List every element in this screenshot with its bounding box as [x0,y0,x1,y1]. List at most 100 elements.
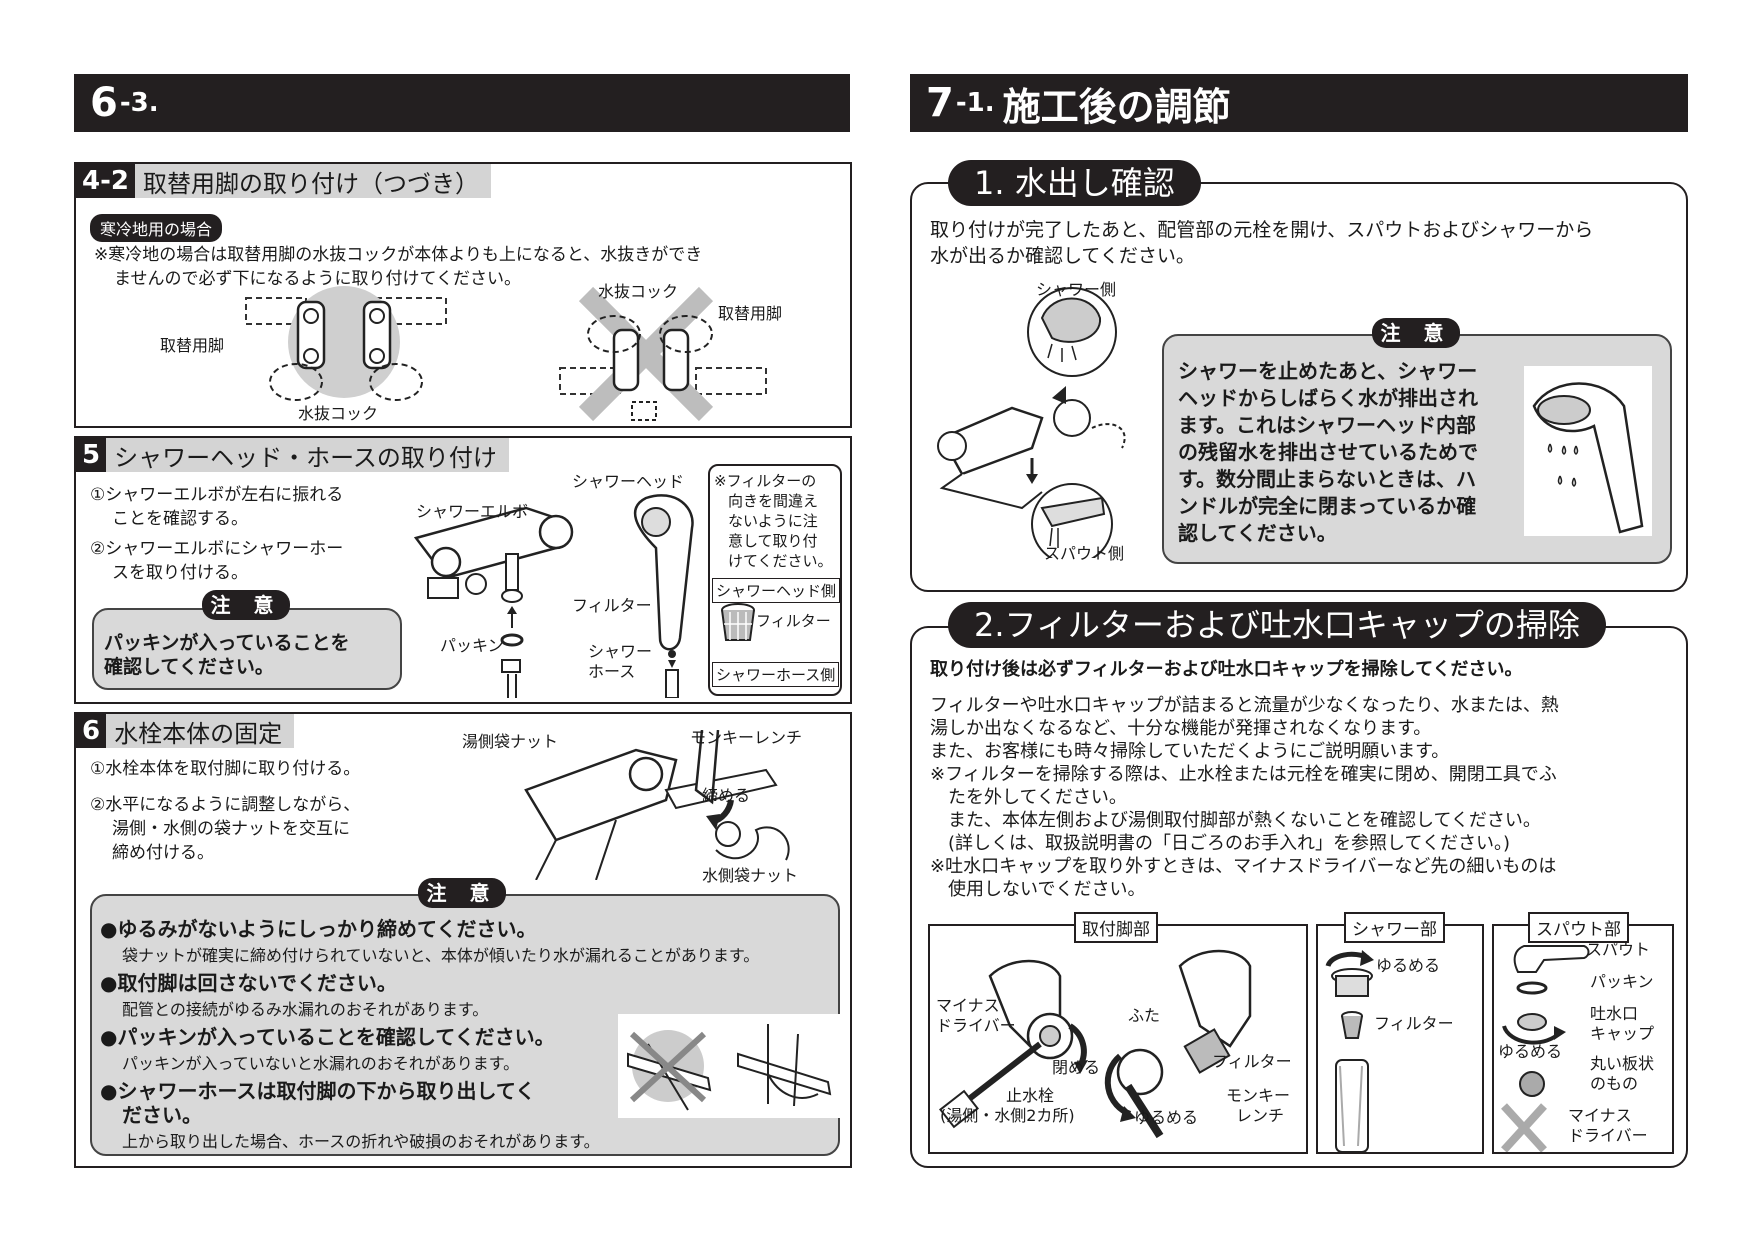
cleaning-line-5: たを外してください。 [930,787,1127,808]
cleaning-line-7: (詳しくは、取扱説明書の「日ごろのお手入れ」を参照してください。) [930,833,1510,854]
cold-region-text-2: ませんので必ず下になるように取り付けてください。 [114,269,521,289]
incorrect-install-illustration [559,286,767,422]
label-disc-1: 丸い板状 [1590,1054,1655,1073]
bullet-4-line-2: ださい。 [122,1103,202,1127]
bullet-2: ●取付脚は回さないでください。 [100,971,397,995]
header-subnumber: -1. [955,88,995,118]
caution-tag: 注 意 [418,878,506,908]
label-packing: パッキン [1590,972,1654,991]
caution-line-4: の残留水を排出させているためで [1178,440,1478,464]
step-1-line-2: ことを確認する。 [112,509,248,529]
side-note-2: 向きを間違え [728,492,819,510]
caution-box: ●ゆるみがないようにしっかり締めてください。 袋ナットが確実に締め付けられていな… [90,894,840,1156]
cleaning-bold-instruction: 取り付け後は必ずフィルターおよび吐水口キャップを掃除してください。 [930,659,1523,680]
filter-icon [721,603,755,641]
label-leg-left: 取替用脚 [160,336,225,355]
cleaning-line-9: 使用しないでください。 [930,879,1146,900]
caution-line-6: ンドルが完全に閉まっているか確 [1178,494,1477,518]
cleaning-line-3: また、お客様にも時々掃除していただくようにご説明願います。 [930,741,1450,762]
label-shower-head: シャワーヘッド [572,472,685,491]
section-5-heading: 5 シャワーヘッド・ホースの取り付け [76,438,509,472]
label-filter-2: フィルター [756,612,831,630]
label-cold-nut: 水側袋ナット [702,866,799,885]
section-number: 6 [76,714,107,748]
cleaning-line-2: 湯しか出なくなるなど、十分な機能が発揮されなくなります。 [930,718,1432,739]
spout-part-panel: スパウト パッキン 吐水口 キャップ ゆるめる 丸い板状 のもの マイナス ドラ… [1492,924,1674,1154]
section-number: 5 [76,438,107,472]
label-leg-right: 取替用脚 [718,304,783,323]
label-filter: フィルター [572,596,652,615]
dripping-showerhead-illustration [1524,366,1652,536]
step-1-line-1: ①シャワーエルボが左右に振れる [90,485,344,505]
caution-line-5: す。数分間止まらないときは、ハ [1178,467,1476,491]
tab-shower-part: シャワー部 [1344,912,1445,943]
cold-region-text-1: ※寒冷地の場合は取替用脚の水抜コックが本体よりも上になると、水抜きができ [94,245,703,265]
label-wrench-1: モンキー [1226,1086,1291,1105]
label-cock-top: 水抜コック [598,282,679,301]
section-6: 6 水栓本体の固定 ①水栓本体を取付脚に取り付ける。 ②水平になるように調整しな… [74,712,852,1168]
label-close: 閉める [1052,1058,1101,1077]
intro-line-2: 水が出るか確認してください。 [930,245,1195,267]
shower-filter-illustration [1325,950,1374,1152]
label-spout: スパウト [1586,940,1651,959]
caution-text-2: 確認してください。 [104,656,274,678]
caution-line-2: ヘッドからしばらく水が排出され [1178,386,1478,410]
label-filter: フィルター [1212,1052,1292,1071]
water-output-illustration [937,287,1126,558]
cleaning-line-4: ※フィルターを掃除する際は、止水栓または元栓を確実に閉め、開閉工具でふ [930,764,1557,785]
step-2-line-2: スを取り付ける。 [112,563,248,583]
tab-leg-part: 取付脚部 [1074,912,1158,943]
label-driver-2: ドライバー [1568,1126,1648,1145]
faucet-shower-illustration [413,494,694,698]
section-title: 水栓本体の固定 [114,719,283,748]
cleaning-line-6: また、本体左側および湯側取付脚部が熱くないことを確認してください。 [930,810,1541,831]
label-driver-2: ドライバー [936,1016,1016,1035]
caution-text-1: パッキンが入っていることを [104,632,350,654]
bullet-4-line-1: ●シャワーホースは取付脚の下から取り出してく [100,1079,536,1103]
section-number: 4-2 [76,164,135,198]
side-note-1: ※フィルターの [714,472,817,490]
label-loosen: ゆるめる [1376,956,1441,975]
cleaning-line-1: フィルターや吐水口キャップが詰まると流量が少なくなったり、水または、熱 [930,695,1559,716]
label-cap-1: 吐水口 [1590,1004,1639,1023]
label-disc-2: のもの [1590,1074,1639,1093]
label-filter: フィルター [1374,1014,1454,1033]
box-head-side: シャワーヘッド側 [712,578,841,603]
header-number: 6 [90,80,118,126]
label-valve-1: 止水栓 [1006,1086,1055,1105]
spout-cap-illustration [1501,945,1590,1152]
label-loosen: ゆるめる [1134,1108,1199,1127]
label-valve-2: (湯側・水側2カ所) [940,1106,1075,1125]
step-1: ①水栓本体を取付脚に取り付ける。 [90,759,361,779]
left-page-header: 6-3. [74,74,850,132]
caution-line-7: 認してください。 [1178,521,1337,545]
leg-cleaning-illustration [939,949,1252,1139]
cold-region-badge: 寒冷地用の場合 [90,214,223,242]
label-wrench-2: レンチ [1236,1106,1285,1125]
caution-tag: 注 意 [202,590,290,620]
box-hose-side: シャワーホース側 [712,662,840,687]
page-title: 施工後の調節 [1002,84,1231,129]
step-2-line-1: ②水平になるように調整しながら、 [90,795,361,815]
label-hot-nut: 湯側袋ナット [462,732,559,751]
caution-line-1: シャワーを止めたあと、シャワー [1178,359,1478,383]
label-driver-1: マイナス [936,996,1000,1015]
right-page-header: 7-1.施工後の調節 [910,74,1688,132]
bullet-3: ●パッキンが入っていることを確認してください。 [100,1025,555,1049]
bullet-4-detail: 上から取り出した場合、ホースの折れや破損のおそれがあります。 [122,1132,600,1151]
label-tighten: 締める [702,786,751,805]
correct-install-illustration [245,286,447,401]
caution-box: パッキンが入っていることを 確認してください。 [92,608,402,690]
label-hose-1: シャワー [588,642,653,661]
section-water-check-title: 1. 水出し確認 [948,160,1201,206]
label-cap-2: キャップ [1590,1024,1655,1043]
label-shower-side: シャワー側 [1036,280,1117,299]
label-wrench: モンキーレンチ [690,728,803,747]
header-subnumber: -3. [119,88,159,118]
filter-direction-panel: ※フィルターの 向きを間違え ないように注 意して取り付 けてください。 シャワ… [708,464,842,696]
label-packing: パッキン [440,636,504,655]
section-6-heading: 6 水栓本体の固定 [76,714,295,748]
step-2-line-3: 締め付ける。 [112,843,214,863]
caution-tag: 注 意 [1372,318,1460,348]
leg-part-panel: マイナス ドライバー 閉める ふた フィルター 止水栓 (湯側・水側2カ所) ゆ… [928,924,1308,1154]
